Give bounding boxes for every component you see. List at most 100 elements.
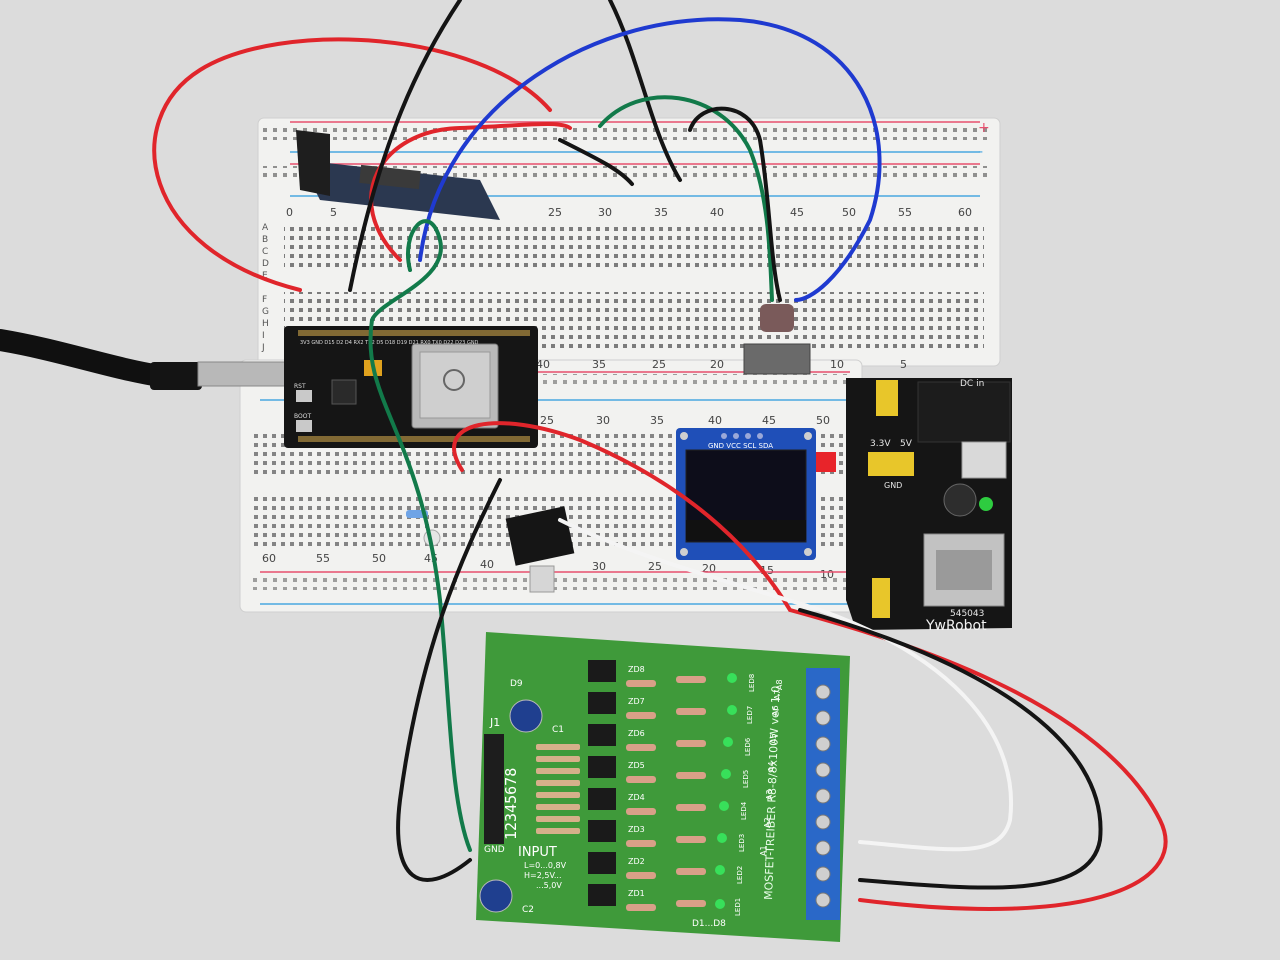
wire-black-right [798,608,1103,890]
wire-black-top-right [608,0,682,182]
mosfet-c1: C1 [552,725,564,735]
mosfet-driver-board: MOSFET-TREIBER R8-8/8x100W ver 1.0 J1 C1… [476,632,850,942]
lower-col-num-0: 25 [540,414,554,427]
bottom-col-num-7: 25 [648,560,662,573]
row-letter-c: C [262,247,268,257]
lower-col-num-4: 45 [762,414,776,427]
power-5v-label: 5V [900,439,913,449]
esp32-rst-label: RST [294,383,306,390]
mosfet-input-label: INPUT [518,845,557,860]
esp32-pin-labels: 3V3 GND D15 D2 D4 RX2 TX2 D5 D18 D19 D21… [300,340,479,346]
out-a7-label: A7 [773,689,782,700]
input-header [484,734,504,844]
power-switch[interactable] [961,441,1007,479]
top-col-num-4: 35 [654,206,668,219]
zd6-label: ZD6 [628,729,645,738]
lower-col-num-2: 35 [650,414,664,427]
mosfet-level-high: H=2,5V... [524,871,562,880]
row-letter-a: A [262,223,269,233]
led2-label: LED2 [736,866,744,884]
power-gnd-label: GND [884,481,902,490]
power-3v3-label: 3.3V [870,439,891,449]
row-letter-g: G [262,307,269,317]
light-sensor-module [743,304,811,375]
zd2-label: ZD2 [628,857,645,866]
rst-button[interactable] [296,390,312,402]
mosfet-c2: C2 [522,905,534,915]
row-letter-f: F [262,295,267,305]
power-dc-in-label: DC in [960,379,984,389]
mosfet-level-max: ...5,0V [536,881,562,890]
mosfet-gnd-label: GND [484,845,505,855]
zd5-label: ZD5 [628,761,645,770]
lower-col-num-3: 40 [708,414,722,427]
jumper-top [876,380,898,416]
power-code-label: 545043 [950,609,984,619]
wire-red-top-loop [152,37,552,292]
led6-label: LED6 [744,737,752,756]
power-supply-module: DC in 3.3V 5V GND 545043 YwRobot [846,378,1012,634]
mosfet-d-range: D1...D8 [692,919,726,929]
wire-black-short [558,138,634,186]
out-a2-label: A2 [763,817,772,828]
dc-jack [917,381,1011,443]
wire-green-long [368,219,472,852]
top-rail-1 [262,124,992,140]
wire-black-top-left [348,0,462,292]
boot-button[interactable] [296,420,312,432]
top-col-num-9: 60 [958,206,972,219]
wire-red-short [369,121,572,262]
lower-col-num-1: 30 [596,414,610,427]
wire-black-long [396,478,502,882]
usb-uart-chip [331,379,357,405]
mosfet-d9: D9 [510,679,523,689]
wire-blue [418,17,882,302]
rail-minus-label: - [978,144,983,160]
mid-col-num-5: 20 [710,358,724,371]
zd4-label: ZD4 [628,793,645,802]
row-letter-b: B [262,235,268,245]
bottom-col-num-0: 60 [262,552,276,565]
bottom-col-num-6: 30 [592,560,606,573]
bottom-col-num-1: 55 [316,552,330,565]
oled-display: GND VCC SCL SDA [676,428,816,560]
mosfet-input-numbers: 12345678 [502,768,520,840]
led7-label: LED7 [746,706,754,724]
out-a3-label: A3 [765,789,774,800]
wire-black-sensor [688,106,782,302]
wire-white [558,518,1013,852]
led3-label: LED3 [738,834,746,852]
top-col-num-1: 5 [330,206,337,219]
top-terminal-strip-a [284,222,984,272]
electrolytic-capacitor [943,483,977,517]
zd8-label: ZD8 [628,665,645,674]
espressif-logo-icon [443,369,465,391]
wire-green-top [598,95,774,302]
mid-col-num-2: 35 [592,358,606,371]
zd7-label: ZD7 [628,697,645,706]
top-col-num-7: 50 [842,206,856,219]
led4-label: LED4 [740,801,748,820]
row-letter-d: D [262,259,269,269]
wires [152,0,1168,911]
row-letter-e: E [262,271,268,281]
mid-col-num-1: 40 [536,358,550,371]
power-led [979,497,993,511]
usb-cable [0,329,291,390]
out-a1-label: A1 [759,845,768,856]
row-letter-j: J [261,343,265,353]
top-col-num-2: 25 [548,206,562,219]
usb-micro-connector [197,361,291,387]
rail-plus-label: + [978,120,990,136]
small-sensor-module [505,506,575,593]
mosfet-level-low: L=0...0,8V [524,861,567,870]
usb-plug [150,362,202,390]
red-marker-square [816,452,836,472]
out-a6-label: A6 [771,705,780,716]
oled-pin-labels: GND VCC SCL SDA [708,442,773,450]
capacitor-c1 [509,699,543,733]
power-brand-label: YwRobot [925,618,987,634]
esp32-board: RST BOOT 3V3 GND D15 D2 D4 RX2 TX2 D5 D1… [284,326,538,448]
bottom-col-num-2: 50 [372,552,386,565]
jumper-bottom [872,578,890,618]
